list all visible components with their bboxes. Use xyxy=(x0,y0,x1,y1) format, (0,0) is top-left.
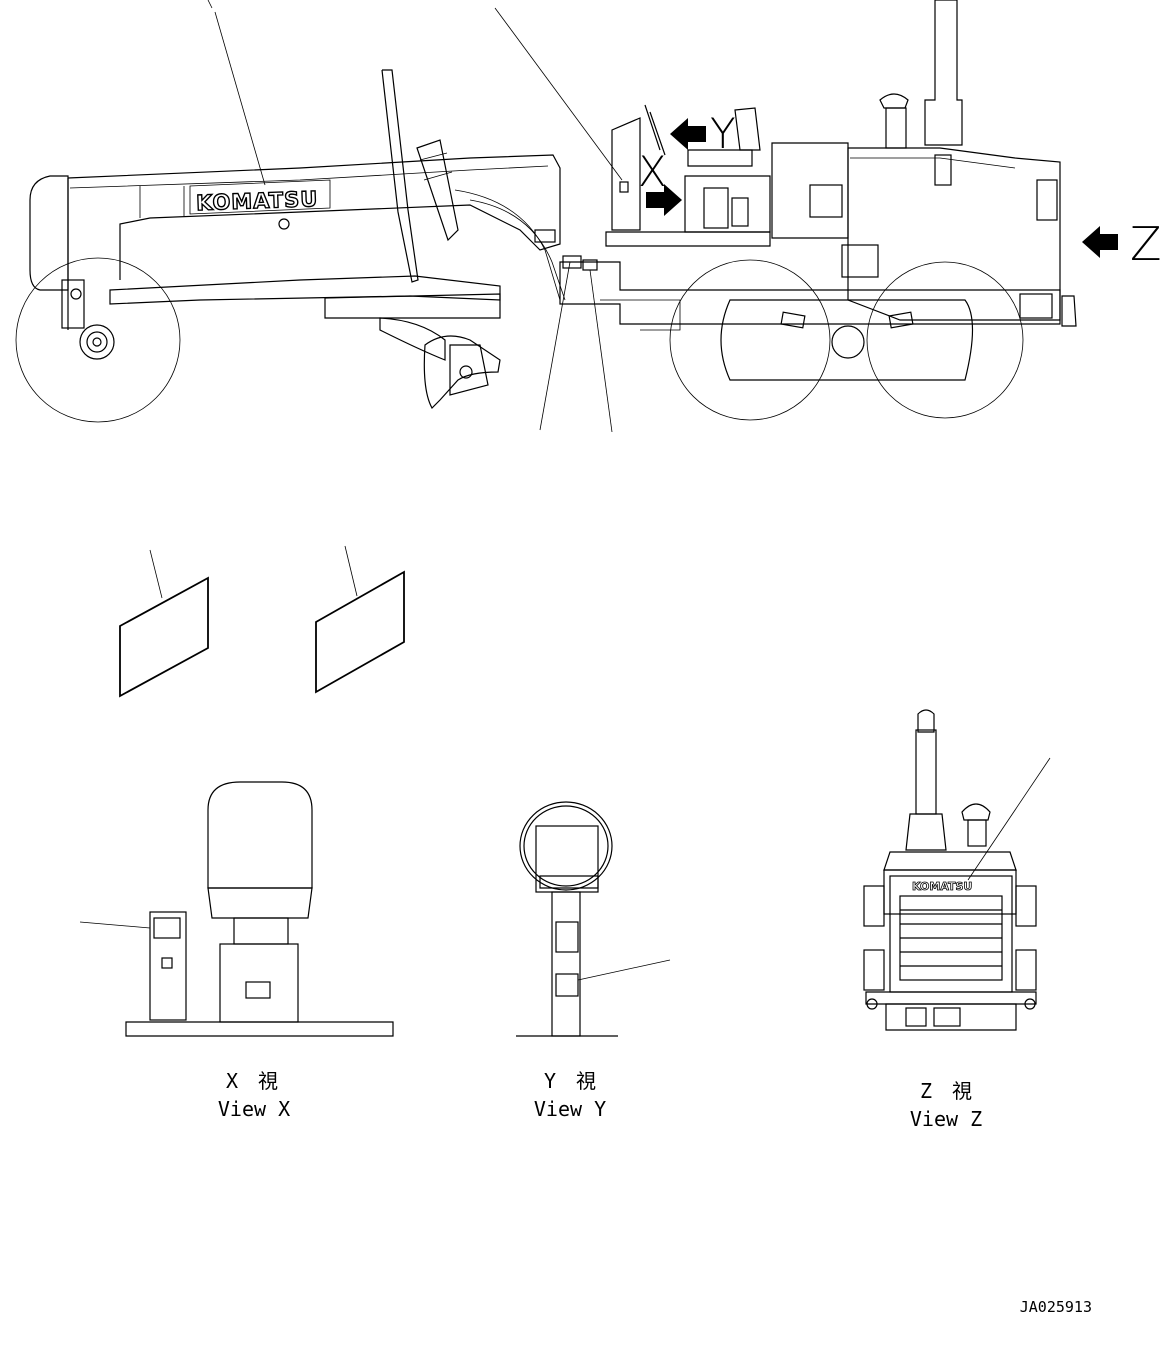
radiator-grille xyxy=(899,895,1003,981)
seat-base xyxy=(684,175,771,233)
view-y-label-en: View Y xyxy=(534,1097,606,1121)
logo-text: KOMATSU xyxy=(196,187,319,215)
view-y-label-jp: Y 視 xyxy=(544,1069,596,1093)
front-wheel xyxy=(15,257,181,423)
view-arrow-x: X xyxy=(638,147,682,216)
view-arrow-y: Y xyxy=(670,109,736,158)
view-x-label-en: View X xyxy=(218,1097,290,1121)
view-z-label-en: View Z xyxy=(910,1107,982,1131)
rear-wheel-front xyxy=(669,259,831,421)
leader-line-left xyxy=(539,261,571,431)
view-x-drawing: X 視 View X xyxy=(79,781,394,1121)
decal-plate-2 xyxy=(315,545,405,694)
leader-line-right xyxy=(589,269,613,433)
drawing-number: JA025913 xyxy=(1020,1298,1092,1316)
view-z-drawing: KOMATSU Z 視 View Z xyxy=(863,709,1051,1131)
rear-wheel-back xyxy=(866,261,1024,419)
view-z-label-jp: Z 視 xyxy=(920,1079,972,1103)
exhaust-stack xyxy=(924,0,963,146)
view-y-drawing: Y 視 View Y xyxy=(516,801,671,1121)
leader-line-logo xyxy=(214,11,266,186)
motor-grader-side-view: KOMATSU Y X xyxy=(15,0,1162,433)
leader-line-z xyxy=(967,757,1051,881)
tandem-housing xyxy=(720,299,974,381)
control-panel xyxy=(611,117,641,231)
decal-plate-1 xyxy=(119,549,209,698)
leader-line-seat xyxy=(494,7,623,181)
view-marker-z: Z xyxy=(1130,217,1162,271)
view-x-label-jp: X 視 xyxy=(226,1069,278,1093)
view-marker-y: Y xyxy=(710,109,736,158)
komatsu-logo-decal: KOMATSU xyxy=(189,179,331,216)
view-arrow-z: Z xyxy=(1082,217,1162,271)
view-marker-x: X xyxy=(638,147,667,196)
view-z-logo-text: KOMATSU xyxy=(912,880,972,893)
engine-hood xyxy=(847,147,1061,321)
